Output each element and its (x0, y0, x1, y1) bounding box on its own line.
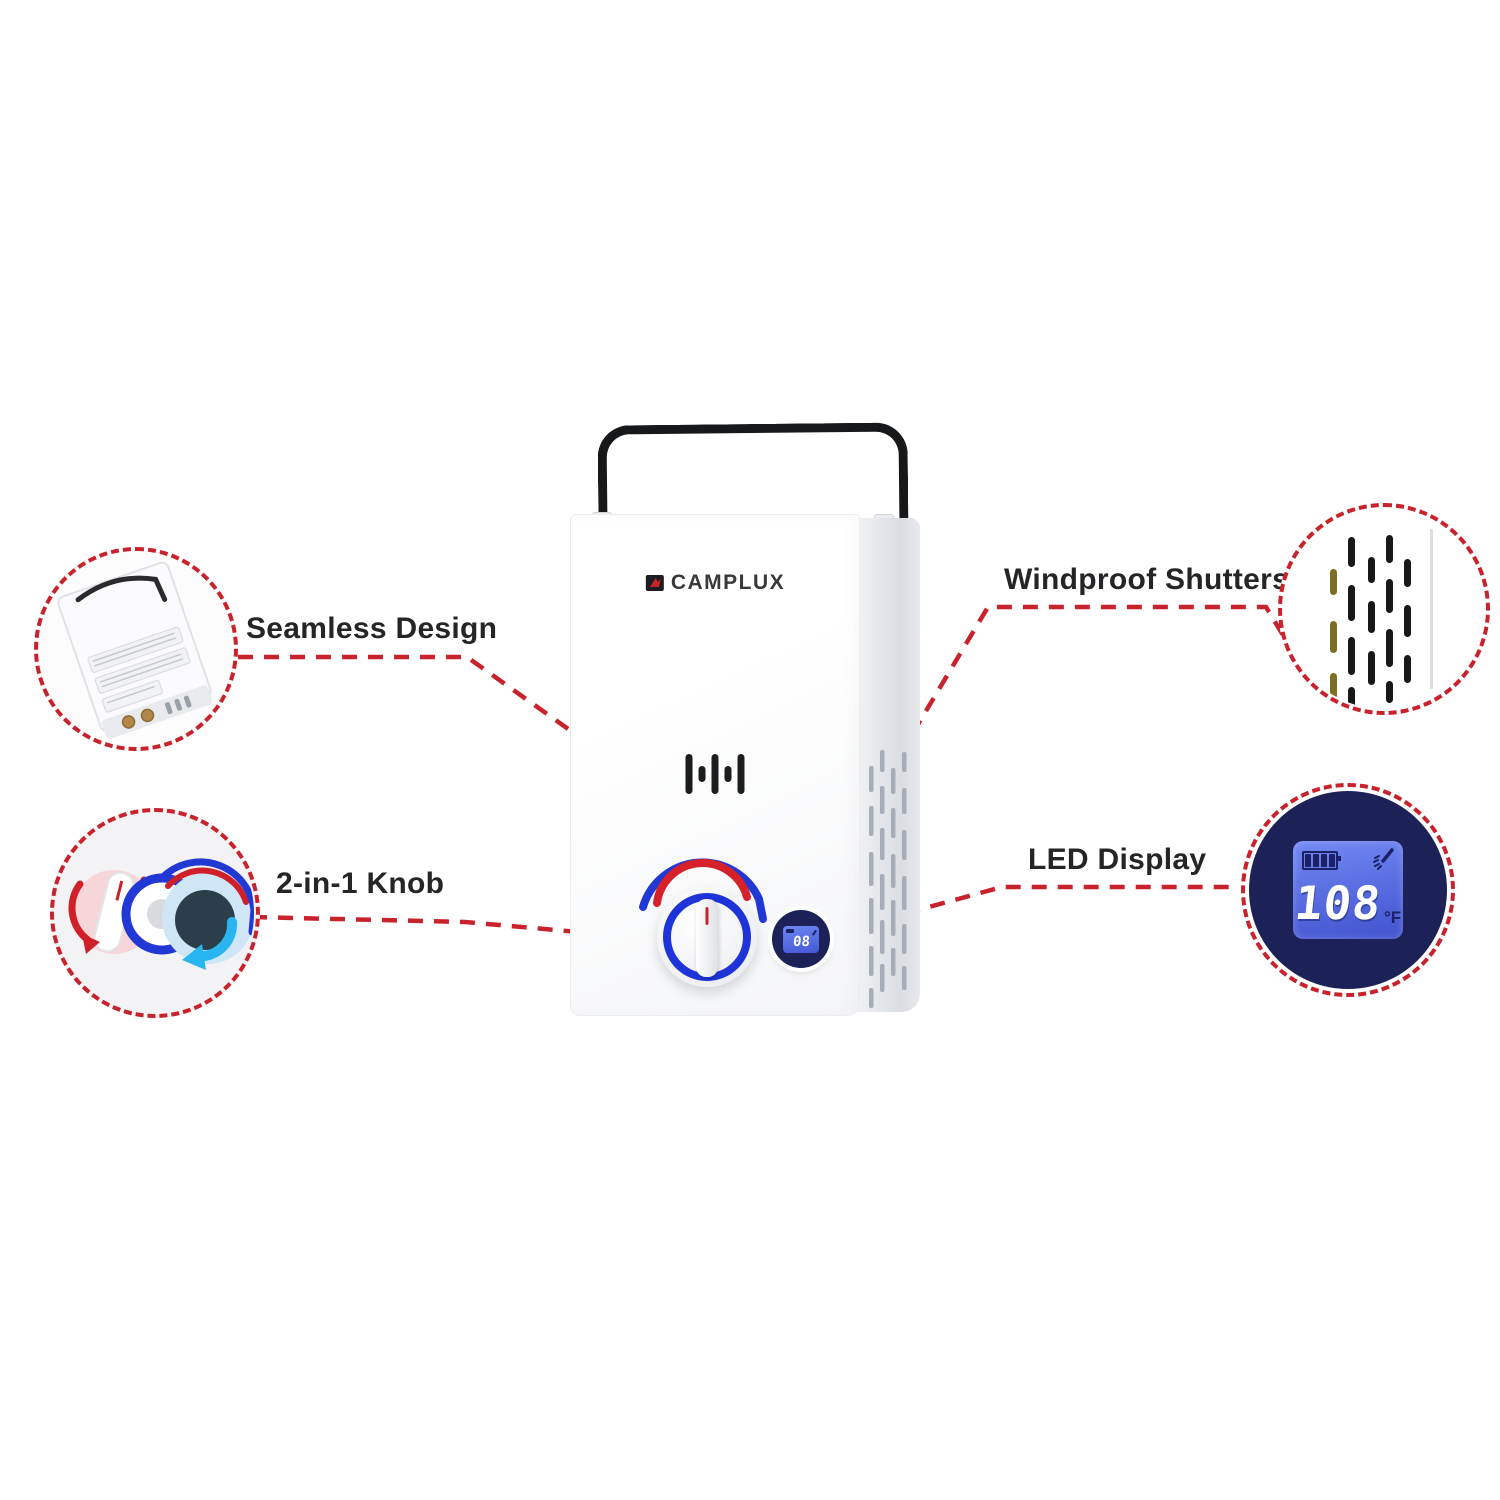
leader-seamless (238, 654, 573, 733)
camplux-logo-icon (645, 575, 664, 591)
front-vent-icon (685, 753, 745, 795)
battery-icon (1302, 851, 1341, 870)
brand-name: CAMPLUX (670, 571, 786, 594)
side-vent-slots (869, 750, 907, 1008)
shutter-slots-view (1330, 529, 1433, 709)
water-heater-product: CAMPLUX 08 (570, 412, 922, 1024)
windproof-shutters-inset (1278, 503, 1490, 715)
knob-red-tick (705, 907, 709, 925)
feature-label-windproof-shutters: Windproof Shutters (1004, 563, 1290, 596)
led-display-inset: 108 °F (1241, 783, 1455, 997)
lcd-temperature-value: 108 (1292, 876, 1384, 930)
heater-front-panel: CAMPLUX 08 (570, 514, 860, 1016)
knob-direction-arcs (631, 835, 781, 940)
feature-label-led-display: LED Display (1028, 843, 1207, 876)
feature-label-seamless-design: Seamless Design (246, 612, 498, 645)
brand-logo: CAMPLUX (645, 571, 785, 595)
led-display-circle: 108 °F (1249, 791, 1447, 989)
mini-led-display: 08 (772, 910, 830, 968)
mini-led-screen: 08 (783, 925, 819, 953)
mini-led-value: 08 (791, 933, 811, 950)
lcd-temperature-unit: °F (1383, 908, 1402, 927)
temperature-knob (657, 887, 757, 987)
knob-exploded-view (68, 858, 254, 970)
lcd-screen: 108 °F (1292, 841, 1403, 939)
mini-battery-icon (786, 928, 794, 933)
knob-blue-ring (663, 893, 751, 981)
feature-label-2-in-1-knob: 2-in-1 Knob (276, 867, 445, 900)
shower-head-icon (1373, 848, 1394, 870)
heater-back-view (57, 561, 213, 739)
seamless-design-inset (34, 547, 238, 751)
heater-side-panel (858, 518, 920, 1012)
knob-pointer (696, 899, 718, 977)
knob-exploded-inset (50, 808, 260, 1018)
leader-windproof (884, 604, 1294, 780)
